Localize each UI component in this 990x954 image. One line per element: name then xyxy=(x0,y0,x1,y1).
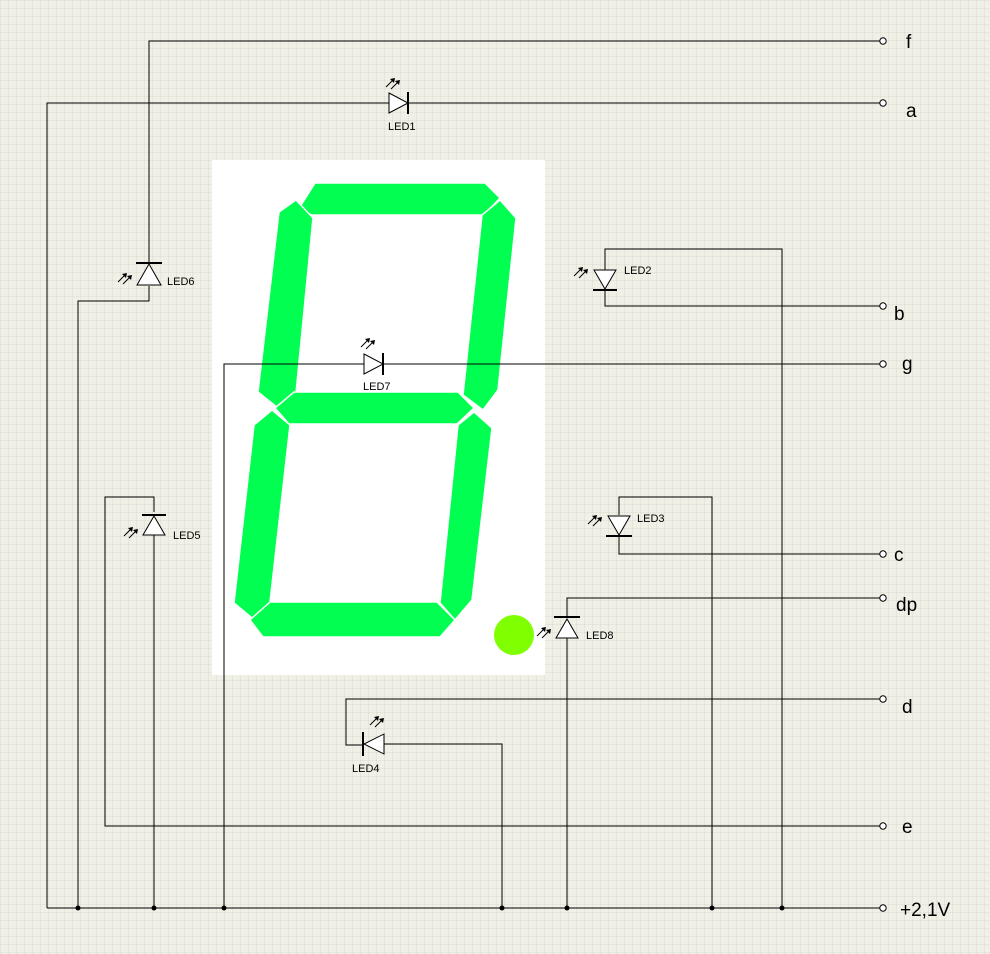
led2-label: LED2 xyxy=(624,265,652,277)
terminal-c xyxy=(879,550,887,558)
pin-label-g: g xyxy=(902,354,913,375)
pin-label-supply: +2,1V xyxy=(900,900,951,921)
terminal-supply xyxy=(879,904,887,912)
terminal-f xyxy=(879,37,887,45)
segment-b xyxy=(462,198,517,412)
led6-diode-icon xyxy=(117,262,162,286)
segment-d xyxy=(249,601,457,638)
pin-label-b: b xyxy=(894,304,905,325)
led4-label: LED4 xyxy=(352,763,380,775)
junctions xyxy=(75,905,785,911)
led8-diode-icon xyxy=(536,616,580,639)
terminals xyxy=(879,37,887,912)
segment-dp xyxy=(494,615,534,655)
pin-label-e: e xyxy=(902,817,913,838)
led6-label: LED6 xyxy=(167,276,195,288)
led1-diode-icon xyxy=(385,77,410,114)
terminal-b xyxy=(879,302,887,310)
pin-label-dp: dp xyxy=(896,595,917,616)
terminal-a xyxy=(879,99,887,107)
led8-label: LED8 xyxy=(586,630,614,642)
wiring xyxy=(46,40,880,909)
segment-a xyxy=(296,182,502,216)
led3-label: LED3 xyxy=(637,513,665,525)
pin-label-d: d xyxy=(902,697,913,718)
led7-diode-icon xyxy=(360,337,385,375)
led2-diode-icon xyxy=(573,266,617,291)
pin-label-a: a xyxy=(906,101,917,122)
terminal-e xyxy=(879,822,887,830)
led5-diode-icon xyxy=(123,514,166,539)
led4-diode-icon xyxy=(362,715,385,756)
terminal-d xyxy=(879,695,887,703)
seven-segment-digit xyxy=(233,182,534,655)
led5-label: LED5 xyxy=(173,530,201,542)
terminal-g xyxy=(879,360,887,368)
pin-label-f: f xyxy=(906,32,912,53)
pin-label-c: c xyxy=(894,545,904,566)
segment-g xyxy=(273,391,476,425)
led3-diode-icon xyxy=(587,514,632,537)
segment-e xyxy=(233,409,291,619)
led1-label: LED1 xyxy=(388,121,416,133)
terminal-dp xyxy=(879,594,887,602)
pin-labels: f a b g c dp d e +2,1V xyxy=(894,32,951,921)
led7-label: LED7 xyxy=(363,381,391,393)
